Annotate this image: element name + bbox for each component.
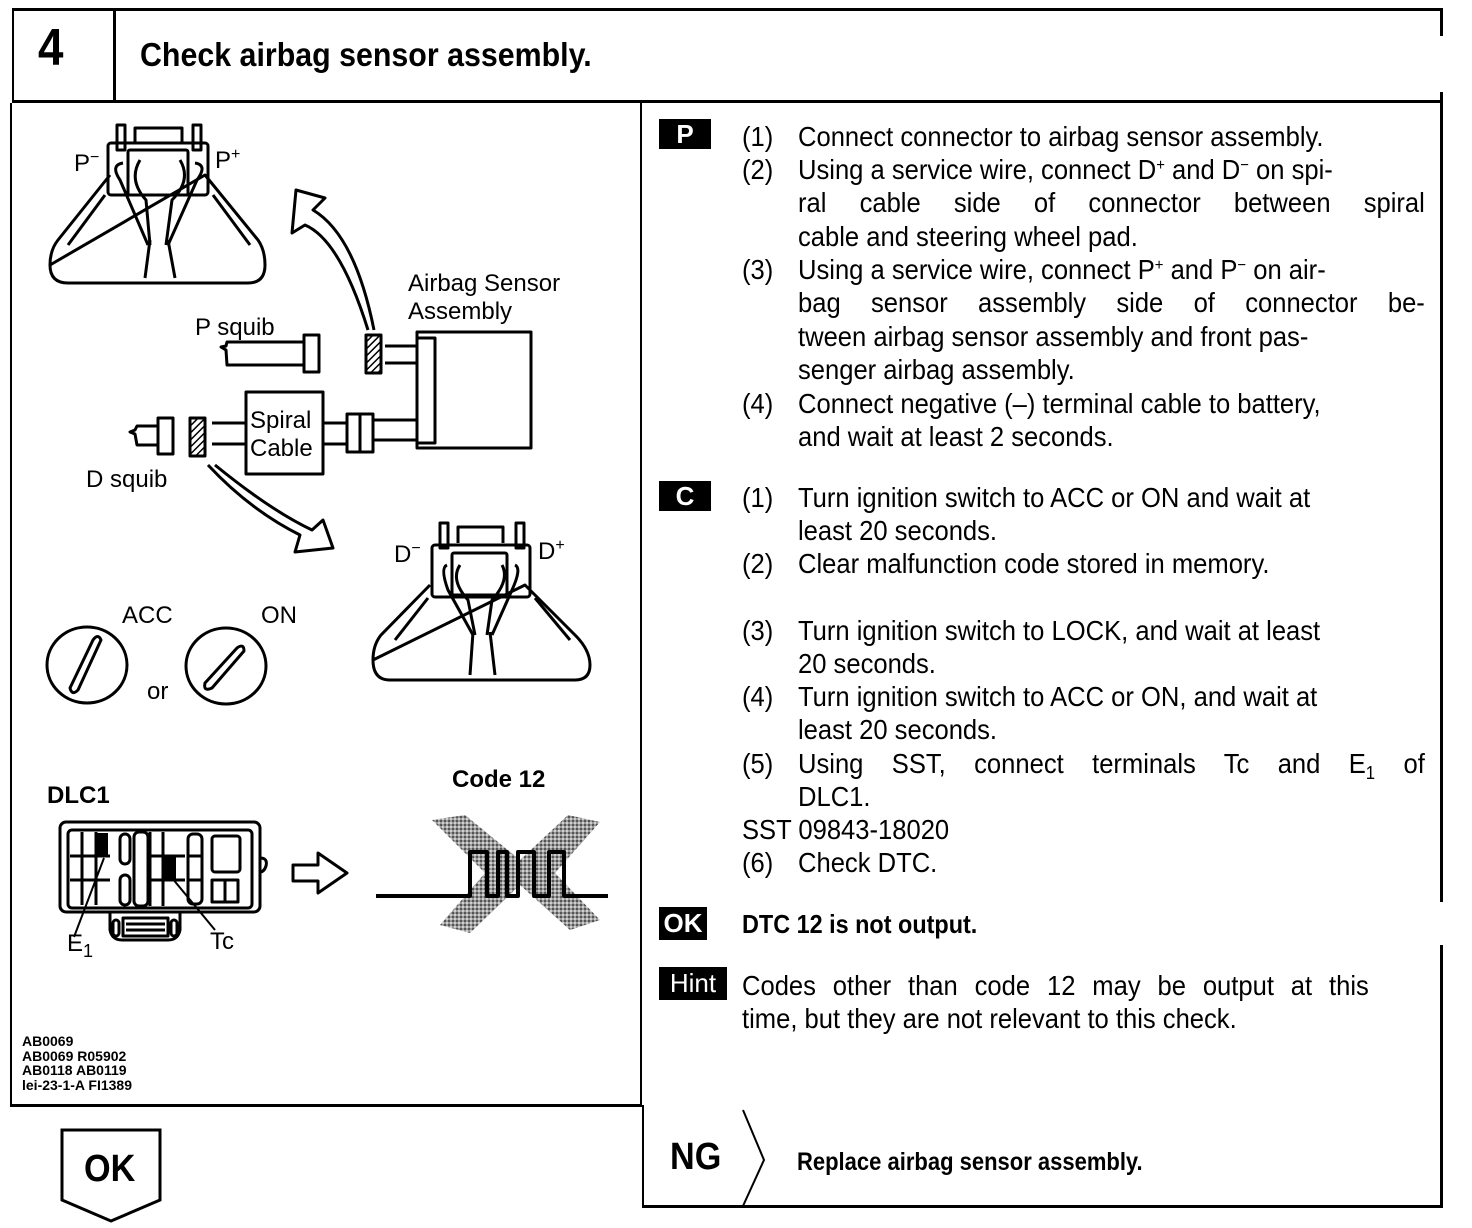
ok-result-text: DTC 12 is not output.: [742, 909, 978, 939]
code12-label: Code 12: [452, 766, 546, 793]
p-squib-shape: [219, 340, 304, 367]
check-step-5: Using SST, connect terminals Tc and E1 o…: [798, 748, 1425, 813]
check-step-5-num: (5): [742, 748, 774, 779]
right-arrow-icon: [291, 851, 349, 895]
check-tag: C: [659, 481, 711, 511]
e1-label: E1: [67, 930, 94, 961]
ng-flow-label[interactable]: NG: [670, 1136, 722, 1178]
d-squib-shape: [128, 424, 158, 447]
down-arrow: [206, 463, 335, 554]
d-squib-label: D squib: [86, 466, 168, 493]
figure-code: AB0069: [22, 1033, 74, 1049]
prepare-step-1-num: (1): [742, 121, 774, 152]
header-right-edge: [1440, 8, 1443, 36]
p-connector-drawing: [48, 123, 267, 285]
check-step-6-num: (6): [742, 847, 774, 878]
figure-codes: AB0069 AB0069 R05902 AB0118 AB0119 lei-2…: [22, 1034, 132, 1092]
prepare-step-2-num: (2): [742, 154, 774, 185]
p-plus-label: P+: [215, 146, 241, 175]
header-divider: [113, 8, 116, 103]
panel-right-edge-lower: [1440, 945, 1443, 1107]
d-connector-drawing: [371, 521, 592, 682]
panel-right-edge: [1440, 92, 1443, 902]
acc-dial-icon: [45, 625, 129, 705]
spiral-cable-shape: [244, 390, 325, 476]
page-title: Check airbag sensor assembly.: [140, 36, 592, 73]
check-step-3: Turn ignition switch to LOCK, and wait a…: [798, 615, 1321, 680]
on-dial-icon: [184, 626, 268, 706]
d-plus-label: D+: [538, 537, 565, 566]
prepare-step-4: Connect negative (–) terminal cable to b…: [798, 388, 1321, 453]
check-step-4: Turn ignition switch to ACC or ON, and w…: [798, 681, 1318, 746]
ng-action-text: Replace airbag sensor assembly.: [797, 1148, 1143, 1176]
ok-flow-arrow[interactable]: [60, 1128, 162, 1223]
diagram-panel: [10, 103, 642, 1107]
dlc1-connector-drawing: [58, 820, 268, 942]
check-step-1-num: (1): [742, 482, 774, 513]
airbag-diagram: [45, 123, 608, 942]
figure-code: AB0069 R05902: [22, 1047, 127, 1064]
check-step-2: Clear malfunction code stored in memory.: [798, 548, 1270, 579]
hint-text: Codes other than code 12 may be output a…: [742, 970, 1369, 1035]
figure-code: AB0118 AB0119: [22, 1062, 127, 1078]
ok-tag: OK: [659, 907, 707, 940]
check-step-6: Check DTC.: [798, 847, 938, 878]
d-minus-label: D−: [394, 540, 421, 569]
ng-panel: [642, 1105, 1443, 1208]
prepare-step-3: Using a service wire, connect P+ and P− …: [798, 254, 1425, 385]
prepare-tag: P: [659, 119, 711, 149]
header-frame: [12, 8, 1442, 103]
step-number: 4: [38, 19, 63, 77]
prepare-step-3-num: (3): [742, 254, 774, 285]
tc-label: Tc: [210, 928, 234, 955]
hint-tag: Hint: [659, 967, 727, 1000]
sst-number: SST 09843-18020: [742, 814, 950, 845]
figure-code: lei-23-1-A FI1389: [22, 1076, 132, 1093]
dlc1-label: DLC1: [47, 782, 110, 809]
prepare-step-4-num: (4): [742, 388, 774, 419]
acc-label: ACC: [122, 602, 173, 629]
prepare-step-1: Connect connector to airbag sensor assem…: [798, 121, 1324, 152]
code12-crossed-waveform: [376, 815, 608, 933]
check-step-2-num: (2): [742, 548, 774, 579]
p-squib-label: P squib: [195, 314, 275, 341]
p-minus-label: P−: [74, 149, 100, 178]
ng-chevron: [742, 1109, 766, 1207]
check-step-3-num: (3): [742, 615, 774, 646]
check-step-4-num: (4): [742, 681, 774, 712]
or-label: or: [147, 678, 169, 705]
up-arrow: [290, 188, 376, 331]
on-label: ON: [261, 602, 297, 629]
prepare-step-2: Using a service wire, connect D+ and D− …: [798, 154, 1425, 252]
ok-flow-label[interactable]: OK: [84, 1148, 136, 1190]
check-step-1: Turn ignition switch to ACC or ON and wa…: [798, 482, 1311, 547]
